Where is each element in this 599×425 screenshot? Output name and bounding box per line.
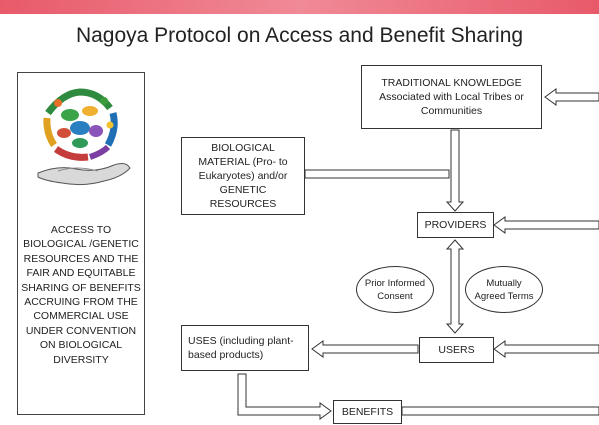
mutually-agreed-terms-label: Mutually Agreed Terms (474, 277, 534, 302)
traditional-knowledge-box: TRADITIONAL KNOWLEDGE Associated with Lo… (361, 65, 542, 129)
arrow-uses-to-benefits (237, 373, 332, 420)
biological-material-label: BIOLOGICAL MATERIAL (Pro- to Eukaryotes)… (198, 142, 288, 210)
top-decorative-band (0, 0, 599, 14)
users-box: USERS (419, 337, 494, 363)
page-title: Nagoya Protocol on Access and Benefit Sh… (75, 24, 524, 47)
arrow-providers-users (445, 239, 465, 334)
arrow-tk-to-providers (445, 129, 465, 212)
arrow-users-to-uses (311, 340, 419, 358)
arrow-into-traditional-knowledge (544, 88, 599, 106)
prior-informed-consent-ellipse: Prior Informed Consent (356, 266, 434, 313)
left-panel-text: ACCESS TO BIOLOGICAL /GENETIC RESOURCES … (21, 224, 141, 366)
mutually-agreed-terms-ellipse: Mutually Agreed Terms (465, 266, 543, 313)
left-info-panel: ACCESS TO BIOLOGICAL /GENETIC RESOURCES … (17, 72, 145, 415)
arrow-material-to-providers (304, 169, 450, 179)
benefits-label: BENEFITS (341, 406, 394, 418)
biological-material-box: BIOLOGICAL MATERIAL (Pro- to Eukaryotes)… (181, 137, 305, 215)
arrow-into-users (493, 340, 599, 358)
traditional-knowledge-label: TRADITIONAL KNOWLEDGE Associated with Lo… (379, 77, 524, 117)
uses-box: USES (including plant-based products) (181, 325, 309, 371)
providers-label: PROVIDERS (424, 219, 487, 231)
biodiversity-hand-icon (37, 88, 131, 186)
arrow-into-providers (493, 216, 599, 234)
arrow-benefits-outgoing (401, 406, 599, 416)
providers-box: PROVIDERS (417, 212, 494, 238)
users-label: USERS (438, 344, 475, 356)
uses-label: USES (including plant-based products) (188, 335, 294, 361)
prior-informed-consent-label: Prior Informed Consent (364, 277, 426, 302)
benefits-box: BENEFITS (333, 400, 402, 424)
